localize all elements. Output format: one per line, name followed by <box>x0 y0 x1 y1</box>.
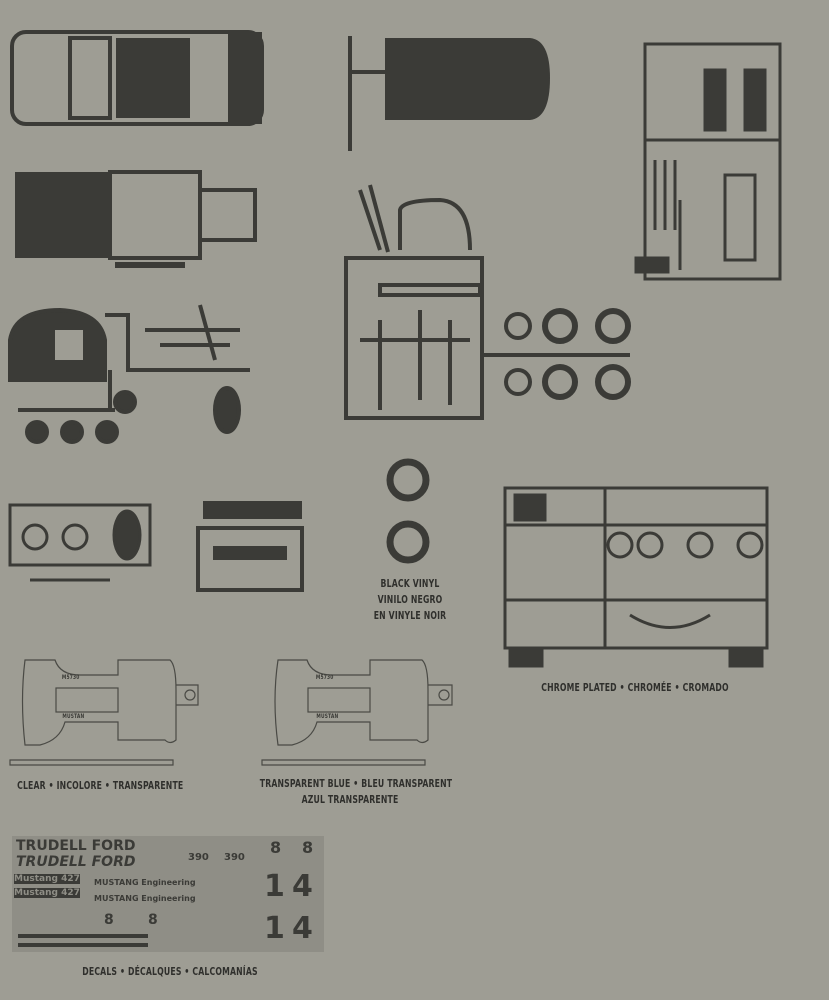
decal-sheet: TRUDELL FORD TRUDELL FORD Mustang 427 Mu… <box>12 836 324 952</box>
decal-big-4-b: 4 <box>292 911 313 946</box>
clear-glass-bottom-text: MUSTAN <box>62 713 85 720</box>
engine-tree <box>634 42 782 281</box>
glass-part-blue <box>261 659 453 766</box>
parts-tree-center <box>344 184 631 420</box>
interior-part <box>8 304 250 444</box>
decal-big-1-a: 1 <box>264 869 285 904</box>
blue-glass-top-text: M5730 <box>315 674 334 681</box>
decal-mustang-427-2: Mustang 427 <box>14 888 80 898</box>
decal-390-2: 390 <box>224 852 245 863</box>
blue-glass-bottom-text: MUSTAN <box>316 713 339 720</box>
decal-8-top-1: 8 <box>270 838 282 857</box>
clear-label: CLEAR • INCOLORE • TRANSPARENTE <box>17 780 184 792</box>
black-vinyl-label: BLACK VINYL VINILO NEGRO EN VINYLE NOIR <box>369 576 451 624</box>
decal-stripe-1 <box>18 934 148 938</box>
bumper-tree <box>196 501 304 592</box>
decal-390-1: 390 <box>188 852 209 863</box>
black-vinyl-en: BLACK VINYL <box>380 578 440 590</box>
decal-big-4-a: 4 <box>292 869 313 904</box>
clear-small-tree <box>8 503 152 582</box>
decal-8-top-2: 8 <box>302 838 314 857</box>
clear-glass-top-text: M5730 <box>61 674 80 681</box>
chassis-part <box>15 170 257 268</box>
transparent-blue-label: TRANSPARENT BLUE • BLEU TRANSPARENT AZUL… <box>259 776 453 808</box>
decal-mustang-427-1: Mustang 427 <box>14 874 80 884</box>
chrome-tree <box>503 486 769 668</box>
decal-8-mid-2: 8 <box>148 912 158 928</box>
decal-trudell-ford-1: TRUDELL FORD <box>16 838 136 854</box>
decal-mustang-eng-2: MUSTANG Engineering <box>94 894 196 903</box>
car-body <box>10 30 264 126</box>
decal-8-mid-1: 8 <box>104 912 114 928</box>
decal-trudell-ford-2: TRUDELL FORD <box>16 854 136 870</box>
black-vinyl-es: VINILO NEGRO <box>377 594 443 606</box>
hood-part <box>348 36 550 151</box>
decal-big-1-b: 1 <box>264 911 285 946</box>
black-vinyl-fr: EN VINYLE NOIR <box>373 610 447 622</box>
tires <box>386 458 430 564</box>
decal-stripe-2 <box>18 943 148 947</box>
glass-part-clear <box>9 659 199 766</box>
transparent-blue-line1: TRANSPARENT BLUE • BLEU TRANSPARENT <box>259 778 453 790</box>
transparent-blue-line2: AZUL TRANSPARENTE <box>301 794 399 806</box>
decal-mustang-eng-1: MUSTANG Engineering <box>94 878 196 887</box>
decals-label: DECALS • DÉCALQUES • CALCOMANÍAS <box>82 966 258 978</box>
chrome-plated-label: CHROME PLATED • CHROMÉE • CROMADO <box>541 682 729 694</box>
